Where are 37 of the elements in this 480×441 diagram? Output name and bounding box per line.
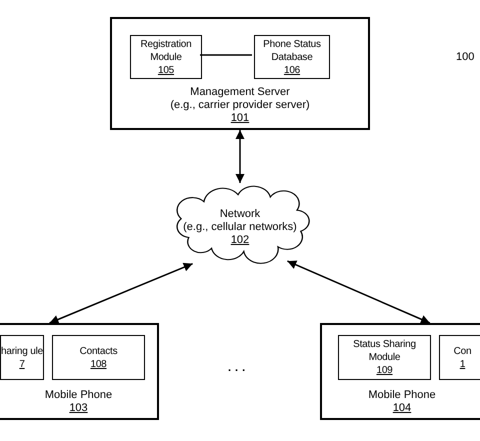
database-box (254, 35, 330, 79)
node-label: Network (220, 208, 260, 220)
node-label: Phone Status Database (262, 38, 322, 64)
contacts-box (439, 335, 480, 380)
node-label: Management Server (190, 86, 290, 99)
reference-number: 7 (19, 358, 25, 370)
arrow (287, 260, 430, 324)
arrow (236, 130, 244, 183)
node-label: Contacts (80, 344, 118, 358)
reference-number: 105 (158, 64, 174, 76)
node-label: Con (454, 344, 472, 358)
reference-number: 103 (69, 402, 88, 415)
module-box (0, 335, 44, 380)
reference-number: 102 (230, 234, 250, 246)
node-label: (e.g., cellular networks) (183, 220, 297, 234)
arrow (49, 262, 193, 324)
node-label: Mobile Phone (368, 389, 436, 402)
phone-box (320, 323, 480, 420)
server-box (110, 17, 370, 130)
figure-number: 100 (456, 50, 474, 65)
node-label: (e.g., carrier provider server) (170, 99, 310, 112)
node-label: Mobile Phone (44, 389, 112, 402)
module-box (338, 335, 431, 380)
reference-number: 104 (392, 402, 412, 415)
reference-number: 109 (376, 364, 393, 377)
reference-number: 1 (460, 358, 466, 370)
ellipsis: ... (228, 361, 250, 376)
contacts-box (52, 335, 145, 380)
node-label: Status Sharing Module (352, 338, 417, 364)
connector-line (200, 54, 252, 56)
node-label: Registration Module (140, 38, 192, 64)
reference-number: 108 (90, 358, 107, 370)
module-box (130, 35, 202, 79)
reference-number: 106 (284, 64, 300, 76)
node-label: haring ule (1, 344, 43, 358)
phone-box (0, 323, 159, 420)
reference-number: 101 (230, 112, 250, 125)
